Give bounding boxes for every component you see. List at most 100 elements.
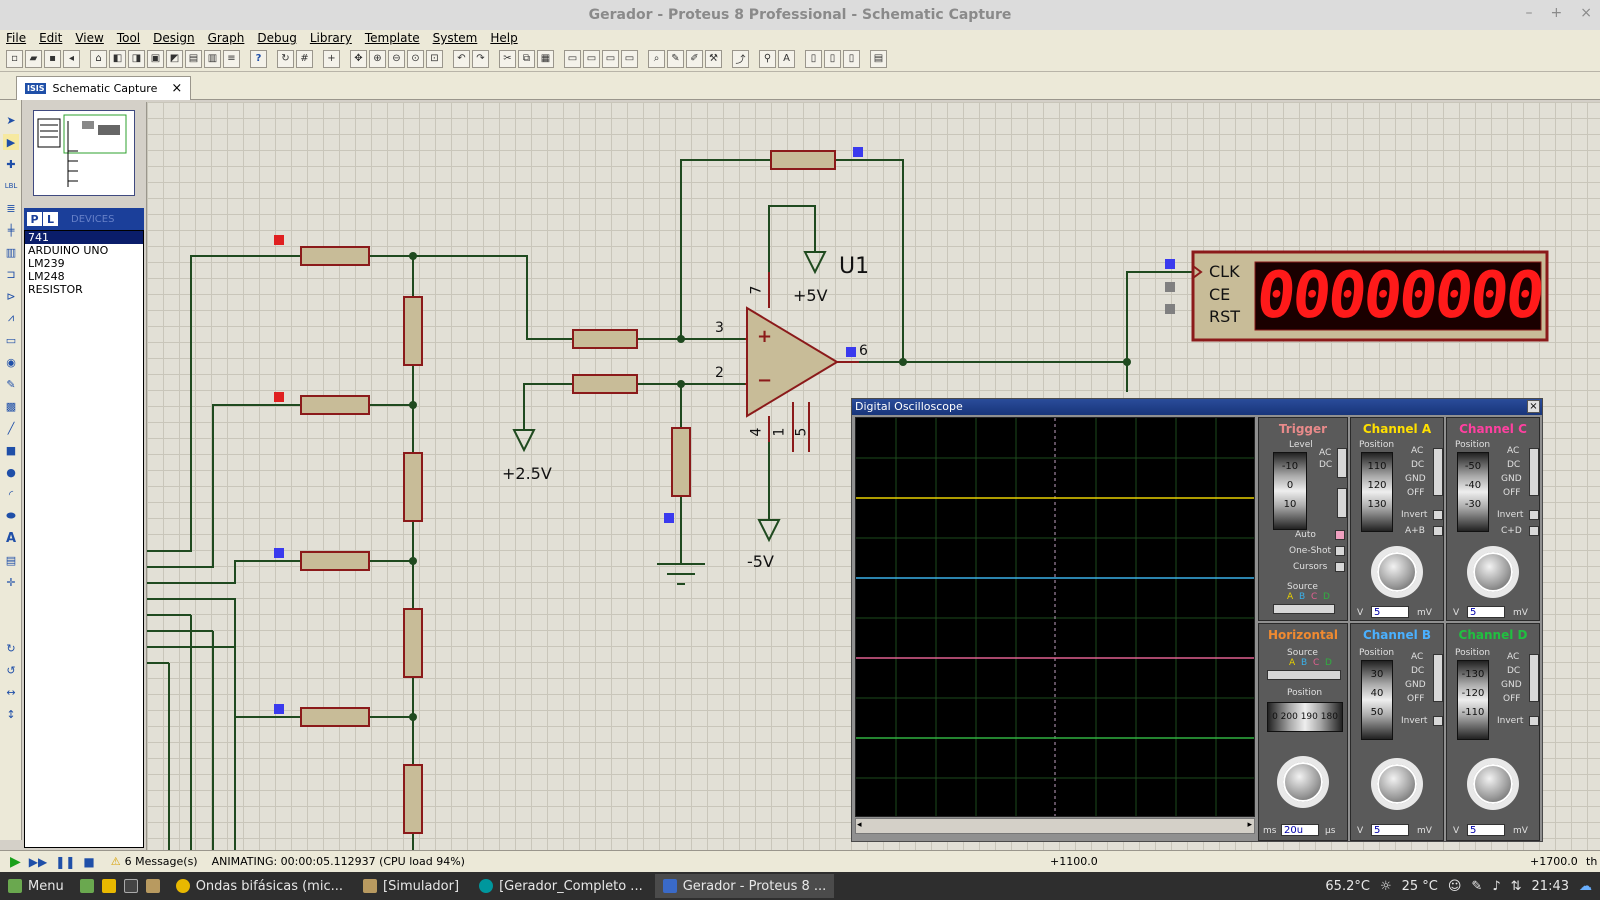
decompose-icon[interactable]: ⚒ bbox=[705, 49, 722, 68]
menu-tool[interactable]: Tool bbox=[116, 31, 141, 45]
oscilloscope-scrollbar[interactable]: ◂ ▸ bbox=[855, 818, 1255, 834]
save-icon[interactable]: ▪ bbox=[44, 49, 61, 68]
terminals-icon[interactable]: ⊐ bbox=[6, 267, 16, 281]
channel-b-volts-value[interactable]: 5 bbox=[1371, 824, 1409, 836]
trigger-auto-toggle[interactable] bbox=[1335, 530, 1345, 540]
isis-icon[interactable]: ◧ bbox=[109, 49, 126, 68]
symbol-icon[interactable]: ▤ bbox=[5, 553, 17, 567]
generator-icon[interactable]: ◉ bbox=[6, 355, 16, 369]
pause-icon[interactable]: ❚❚ bbox=[55, 854, 76, 869]
source-code-icon[interactable]: ≡ bbox=[223, 49, 240, 68]
channel-a-coupling-switch[interactable] bbox=[1433, 448, 1443, 496]
user-icon[interactable]: ☺ bbox=[1447, 878, 1462, 894]
graph-icon[interactable]: ⩘ bbox=[7, 311, 15, 324]
menu-system[interactable]: System bbox=[432, 31, 478, 45]
trigger-edge-switch[interactable] bbox=[1337, 488, 1347, 518]
minimize-button[interactable]: – bbox=[1525, 5, 1533, 21]
channel-a-position-drum[interactable]: 110 120 130 bbox=[1361, 452, 1393, 532]
home-icon[interactable]: ⌂ bbox=[90, 49, 107, 68]
wire-autorouter-icon[interactable]: ⤴ bbox=[732, 49, 749, 68]
ares-icon[interactable]: ◨ bbox=[128, 49, 145, 68]
mirror-x-icon[interactable]: ↔ bbox=[6, 685, 16, 699]
messages-count[interactable]: 6 Message(s) bbox=[124, 855, 198, 868]
3d-view-icon[interactable]: ▣ bbox=[147, 49, 164, 68]
terminal-launcher-icon[interactable] bbox=[123, 879, 138, 893]
device-item-arduino-uno[interactable]: ARDUINO UNO bbox=[28, 244, 109, 257]
path-icon[interactable]: ⬬ bbox=[6, 509, 16, 522]
text-icon[interactable]: A bbox=[5, 530, 17, 546]
oscilloscope-title-bar[interactable]: Digital Oscilloscope bbox=[852, 399, 1542, 415]
channel-d-volts-knob[interactable] bbox=[1473, 764, 1513, 804]
zoom-out-icon[interactable]: ⊖ bbox=[388, 49, 405, 68]
stop-icon[interactable]: ■ bbox=[83, 854, 95, 869]
device-item-lm239[interactable]: LM239 bbox=[28, 257, 65, 270]
exit-parent-icon[interactable]: ▯ bbox=[843, 49, 860, 68]
oscilloscope-close-button[interactable]: × bbox=[1527, 400, 1540, 413]
new-sheet-icon[interactable]: ▯ bbox=[805, 49, 822, 68]
trigger-coupling-switch[interactable] bbox=[1337, 448, 1347, 478]
channel-c-volts-value[interactable]: 5 bbox=[1467, 606, 1505, 618]
task-gerador-completo[interactable]: [Gerador_Completo ... bbox=[471, 874, 651, 898]
horizontal-position-drum[interactable]: 0 200 190 180 bbox=[1267, 702, 1343, 732]
trigger-source-slider[interactable] bbox=[1273, 604, 1335, 614]
menu-debug[interactable]: Debug bbox=[257, 31, 297, 45]
play-icon[interactable]: ▶ bbox=[10, 853, 21, 870]
device-item-resistor[interactable]: RESISTOR bbox=[28, 283, 83, 296]
network-icon[interactable]: ⇅ bbox=[1510, 878, 1522, 894]
new-file-icon[interactable]: ▫ bbox=[6, 49, 23, 68]
horizontal-time-knob[interactable] bbox=[1283, 762, 1323, 802]
zoom-in-icon[interactable]: ⊕ bbox=[369, 49, 386, 68]
step-icon[interactable]: ▶▶ bbox=[28, 854, 48, 869]
menu-graph[interactable]: Graph bbox=[207, 31, 245, 45]
tape-recorder-icon[interactable]: ▭ bbox=[5, 333, 17, 347]
trigger-level-drum[interactable]: -10 0 10 bbox=[1273, 452, 1307, 530]
virtual-instruments-icon[interactable]: ▩ bbox=[5, 399, 17, 413]
channel-b-coupling-switch[interactable] bbox=[1433, 654, 1443, 702]
start-menu-button[interactable]: Menu bbox=[0, 874, 72, 898]
netlist-icon[interactable]: ▤ bbox=[870, 49, 887, 68]
pen-icon[interactable]: ✎ bbox=[1471, 878, 1483, 894]
bus-icon[interactable]: ╪ bbox=[7, 223, 15, 237]
origin-icon[interactable]: + bbox=[323, 49, 340, 68]
digital-oscilloscope-window[interactable]: Digital Oscilloscope × ◂ ▸ Trigger Level… bbox=[851, 398, 1543, 842]
channel-a-invert-toggle[interactable] bbox=[1433, 510, 1443, 520]
files-launcher-icon[interactable] bbox=[145, 879, 160, 893]
channel-d-invert-toggle[interactable] bbox=[1529, 716, 1539, 726]
tab-schematic-capture[interactable]: ISIS Schematic Capture × bbox=[16, 76, 192, 100]
rotate-cw-icon[interactable]: ↻ bbox=[6, 641, 16, 655]
menu-design[interactable]: Design bbox=[153, 31, 195, 45]
mirror-y-icon[interactable]: ↕ bbox=[6, 707, 16, 721]
block-delete-icon[interactable]: ▭ bbox=[621, 49, 638, 68]
channel-c-coupling-switch[interactable] bbox=[1529, 448, 1539, 496]
menu-view[interactable]: View bbox=[75, 31, 104, 45]
chrome-launcher-icon[interactable] bbox=[101, 879, 116, 893]
channel-d-position-drum[interactable]: -130 -120 -110 bbox=[1457, 660, 1489, 740]
line-icon[interactable]: ╱ bbox=[7, 421, 15, 435]
channel-d-volts-value[interactable]: 5 bbox=[1467, 824, 1505, 836]
design-explorer-icon[interactable]: ▤ bbox=[185, 49, 202, 68]
trigger-one-shot-toggle[interactable] bbox=[1335, 546, 1345, 556]
scroll-left-icon[interactable]: ◂ bbox=[857, 820, 862, 830]
bom-icon[interactable]: ▥ bbox=[204, 49, 221, 68]
cloud-icon[interactable]: ☁ bbox=[1579, 878, 1592, 894]
channel-a-volts-knob[interactable] bbox=[1377, 552, 1417, 592]
maximize-button[interactable]: + bbox=[1550, 5, 1563, 21]
open-folder-icon[interactable]: ▰ bbox=[25, 49, 42, 68]
horizontal-time-value[interactable]: 20u bbox=[1281, 824, 1319, 836]
pick-device-icon[interactable]: ⌕ bbox=[648, 49, 665, 68]
block-move-icon[interactable]: ▭ bbox=[583, 49, 600, 68]
import-icon[interactable]: ◂ bbox=[63, 49, 80, 68]
channel-b-position-drum[interactable]: 30 40 50 bbox=[1361, 660, 1393, 740]
rotate-ccw-icon[interactable]: ↺ bbox=[6, 663, 16, 677]
task-chrome-ondas[interactable]: Ondas bifásicas (mic... bbox=[168, 874, 351, 898]
junction-dot-icon[interactable]: ✚ bbox=[6, 157, 16, 171]
probe-voltage-icon[interactable]: ✎ bbox=[6, 377, 16, 391]
search-icon[interactable]: ⚲ bbox=[759, 49, 776, 68]
horizontal-source-slider[interactable] bbox=[1267, 670, 1341, 680]
refresh-icon[interactable]: ↻ bbox=[277, 49, 294, 68]
task-simulador[interactable]: [Simulador] bbox=[355, 874, 467, 898]
paste-icon[interactable]: ▦ bbox=[537, 49, 554, 68]
channel-c-sum-toggle[interactable] bbox=[1529, 526, 1539, 536]
menu-file[interactable]: File bbox=[6, 31, 27, 45]
channel-b-invert-toggle[interactable] bbox=[1433, 716, 1443, 726]
